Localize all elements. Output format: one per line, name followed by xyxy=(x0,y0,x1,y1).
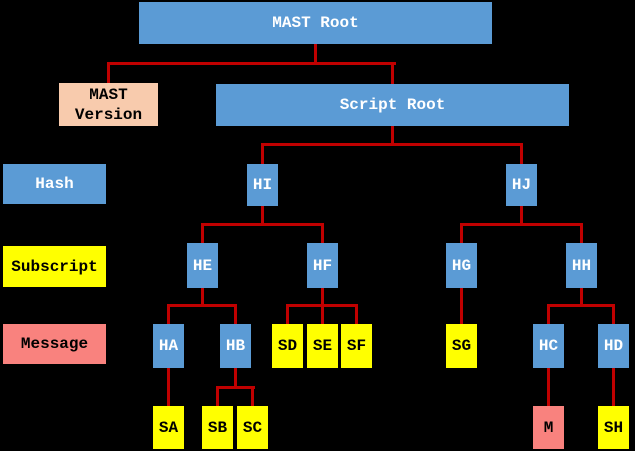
node-label: HF xyxy=(312,256,333,275)
node-label: Version xyxy=(74,105,143,124)
tree-edge xyxy=(234,304,237,324)
node-he: HE xyxy=(187,243,218,288)
node-label: MAST Root xyxy=(272,14,359,32)
tree-edge xyxy=(167,368,170,406)
node-label: SD xyxy=(277,337,298,355)
node-label: HC xyxy=(538,337,559,355)
tree-edge xyxy=(314,44,317,65)
tree-edge xyxy=(286,304,358,307)
tree-edge xyxy=(391,62,394,84)
tree-edge xyxy=(547,368,550,406)
node-label: SA xyxy=(158,418,179,437)
node-label: SH xyxy=(603,418,624,437)
tree-edge xyxy=(612,304,615,324)
node-sd: SD xyxy=(272,324,303,368)
tree-edge xyxy=(286,304,289,324)
tree-edge xyxy=(580,223,583,243)
node-label: HB xyxy=(225,337,246,355)
tree-edge xyxy=(612,368,615,406)
tree-edge xyxy=(520,143,523,164)
tree-edge xyxy=(547,304,550,324)
node-hg: HG xyxy=(446,243,477,288)
node-sf: SF xyxy=(341,324,372,368)
node-hh: HH xyxy=(566,243,597,288)
tree-edge xyxy=(261,143,264,164)
legend-hash: Hash xyxy=(3,164,106,204)
node-m: M xyxy=(533,406,564,449)
node-hf: HF xyxy=(307,243,338,288)
tree-edge xyxy=(580,288,583,307)
node-label: HJ xyxy=(511,176,532,194)
node-label: HG xyxy=(451,256,472,275)
node-label: MAST xyxy=(89,85,128,104)
node-label: HE xyxy=(192,256,213,275)
node-label: SC xyxy=(242,418,263,437)
legend-message: Message xyxy=(3,324,106,364)
node-label: HH xyxy=(571,256,592,275)
node-hb: HB xyxy=(220,324,251,368)
tree-edge xyxy=(261,143,523,146)
legend-subscript: Subscript xyxy=(3,246,106,287)
node-label: SF xyxy=(346,337,367,355)
tree-edge xyxy=(251,386,254,406)
tree-edge xyxy=(460,223,463,243)
node-label: Script Root xyxy=(339,96,446,114)
tree-edge xyxy=(261,206,264,226)
tree-edge xyxy=(201,288,204,307)
node-sg: SG xyxy=(446,324,477,368)
node-hi: HI xyxy=(247,164,278,206)
node-label: M xyxy=(543,418,554,437)
node-hj: HJ xyxy=(506,164,537,206)
node-mast-root: MAST Root xyxy=(139,2,492,44)
node-label: SG xyxy=(451,337,472,355)
node-sa: SA xyxy=(153,406,184,449)
node-label: SE xyxy=(312,337,333,355)
tree-edge xyxy=(460,223,583,226)
tree-edge xyxy=(234,368,237,389)
node-label: HD xyxy=(603,337,624,355)
tree-edge xyxy=(201,223,324,226)
node-label: Subscript xyxy=(11,257,98,276)
tree-edge xyxy=(167,304,170,324)
tree-edge xyxy=(520,206,523,226)
tree-edge xyxy=(460,288,463,324)
node-label: HA xyxy=(158,337,179,355)
node-label: HI xyxy=(252,176,273,194)
tree-edge xyxy=(216,386,219,406)
node-sc: SC xyxy=(237,406,268,449)
node-label: Message xyxy=(20,335,89,353)
node-label: SB xyxy=(207,418,228,437)
tree-edge xyxy=(391,126,394,146)
tree-edge xyxy=(201,223,204,243)
tree-edge xyxy=(216,386,255,389)
tree-edge xyxy=(355,304,358,324)
node-sh: SH xyxy=(598,406,629,449)
node-script-root: Script Root xyxy=(216,84,569,126)
tree-edge xyxy=(321,223,324,243)
node-se: SE xyxy=(307,324,338,368)
tree-edge xyxy=(107,62,396,65)
node-sb: SB xyxy=(202,406,233,449)
tree-edge xyxy=(167,304,237,307)
tree-edge xyxy=(107,62,110,83)
tree-edge xyxy=(547,304,615,307)
node-ha: HA xyxy=(153,324,184,368)
node-label: Hash xyxy=(35,175,74,193)
node-hc: HC xyxy=(533,324,564,368)
node-hd: HD xyxy=(598,324,629,368)
